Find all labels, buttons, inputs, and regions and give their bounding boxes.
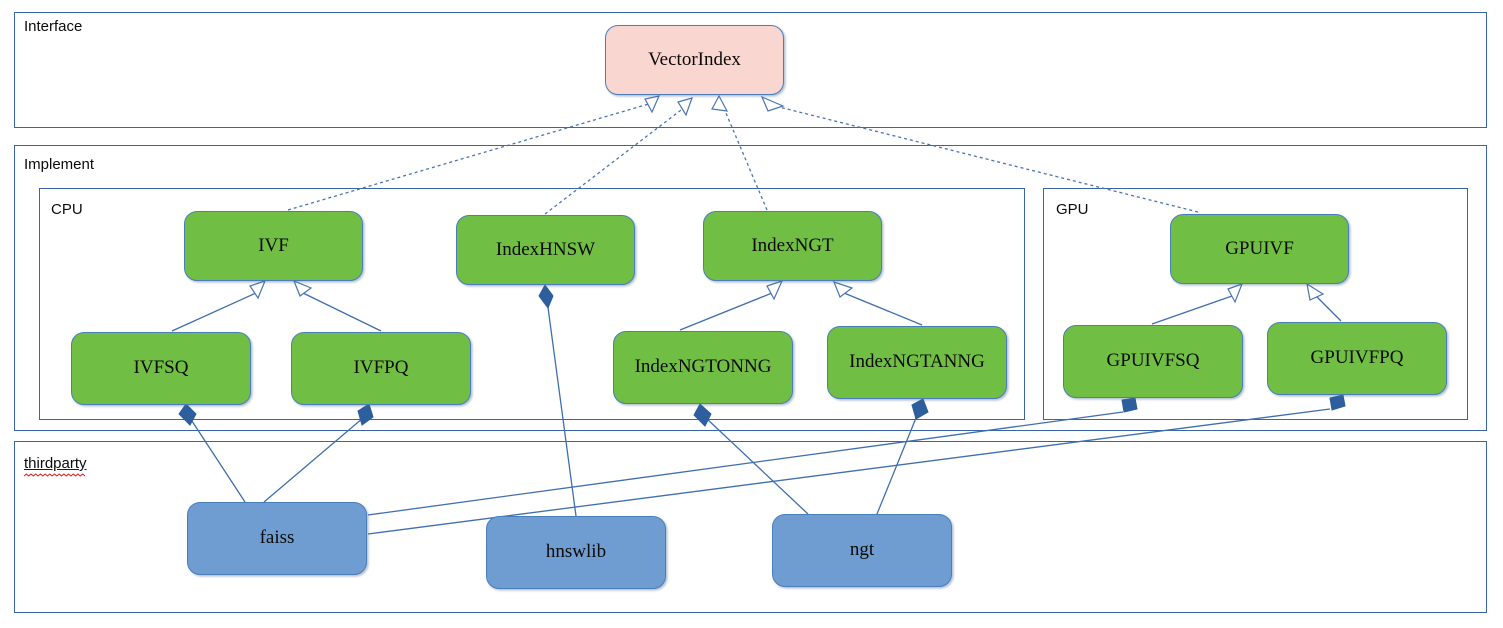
node-ivf[interactable]: IVF (184, 211, 363, 281)
group-label-gpu: GPU (1056, 201, 1089, 218)
node-label-indexngtonng: IndexNGTONNG (634, 356, 772, 378)
node-indexhnsw[interactable]: IndexHNSW (456, 215, 635, 285)
group-label-interface: Interface (24, 18, 83, 35)
node-label-indexngt: IndexNGT (751, 234, 834, 256)
node-vectorindex[interactable]: VectorIndex (605, 25, 784, 95)
node-gpuivfpq[interactable]: GPUIVFPQ (1267, 322, 1447, 395)
node-label-vectorindex: VectorIndex (648, 48, 741, 70)
node-indexngt[interactable]: IndexNGT (703, 211, 882, 281)
node-indexngtonng[interactable]: IndexNGTONNG (613, 331, 793, 404)
group-label-cpu: CPU (51, 201, 83, 218)
group-label-thirdparty-text: thirdparty (24, 455, 87, 472)
node-ivfpq[interactable]: IVFPQ (291, 332, 471, 405)
node-label-ivfsq: IVFSQ (133, 357, 189, 379)
node-label-gpuivfpq: GPUIVFPQ (1310, 347, 1404, 369)
node-hnswlib[interactable]: hnswlib (486, 516, 666, 589)
node-label-indexngtanng: IndexNGTANNG (849, 351, 985, 373)
node-label-faiss: faiss (259, 527, 295, 549)
node-label-ivfpq: IVFPQ (353, 357, 409, 379)
spellcheck-squiggle-icon (24, 473, 86, 477)
node-label-gpuivf: GPUIVF (1225, 237, 1294, 259)
node-label-ngt: ngt (849, 539, 875, 561)
node-gpuivfsq[interactable]: GPUIVFSQ (1063, 325, 1243, 398)
node-gpuivf[interactable]: GPUIVF (1170, 214, 1349, 284)
group-label-implement: Implement (24, 156, 95, 173)
node-label-ivf: IVF (258, 234, 289, 256)
node-label-gpuivfsq: GPUIVFSQ (1106, 350, 1200, 372)
node-label-indexhnsw: IndexHNSW (495, 238, 596, 260)
node-faiss[interactable]: faiss (187, 502, 367, 575)
group-label-thirdparty: thirdparty (24, 455, 87, 477)
node-ivfsq[interactable]: IVFSQ (71, 332, 251, 405)
node-label-hnswlib: hnswlib (545, 541, 607, 563)
node-indexngtanng[interactable]: IndexNGTANNG (827, 326, 1007, 399)
node-ngt[interactable]: ngt (772, 514, 952, 587)
